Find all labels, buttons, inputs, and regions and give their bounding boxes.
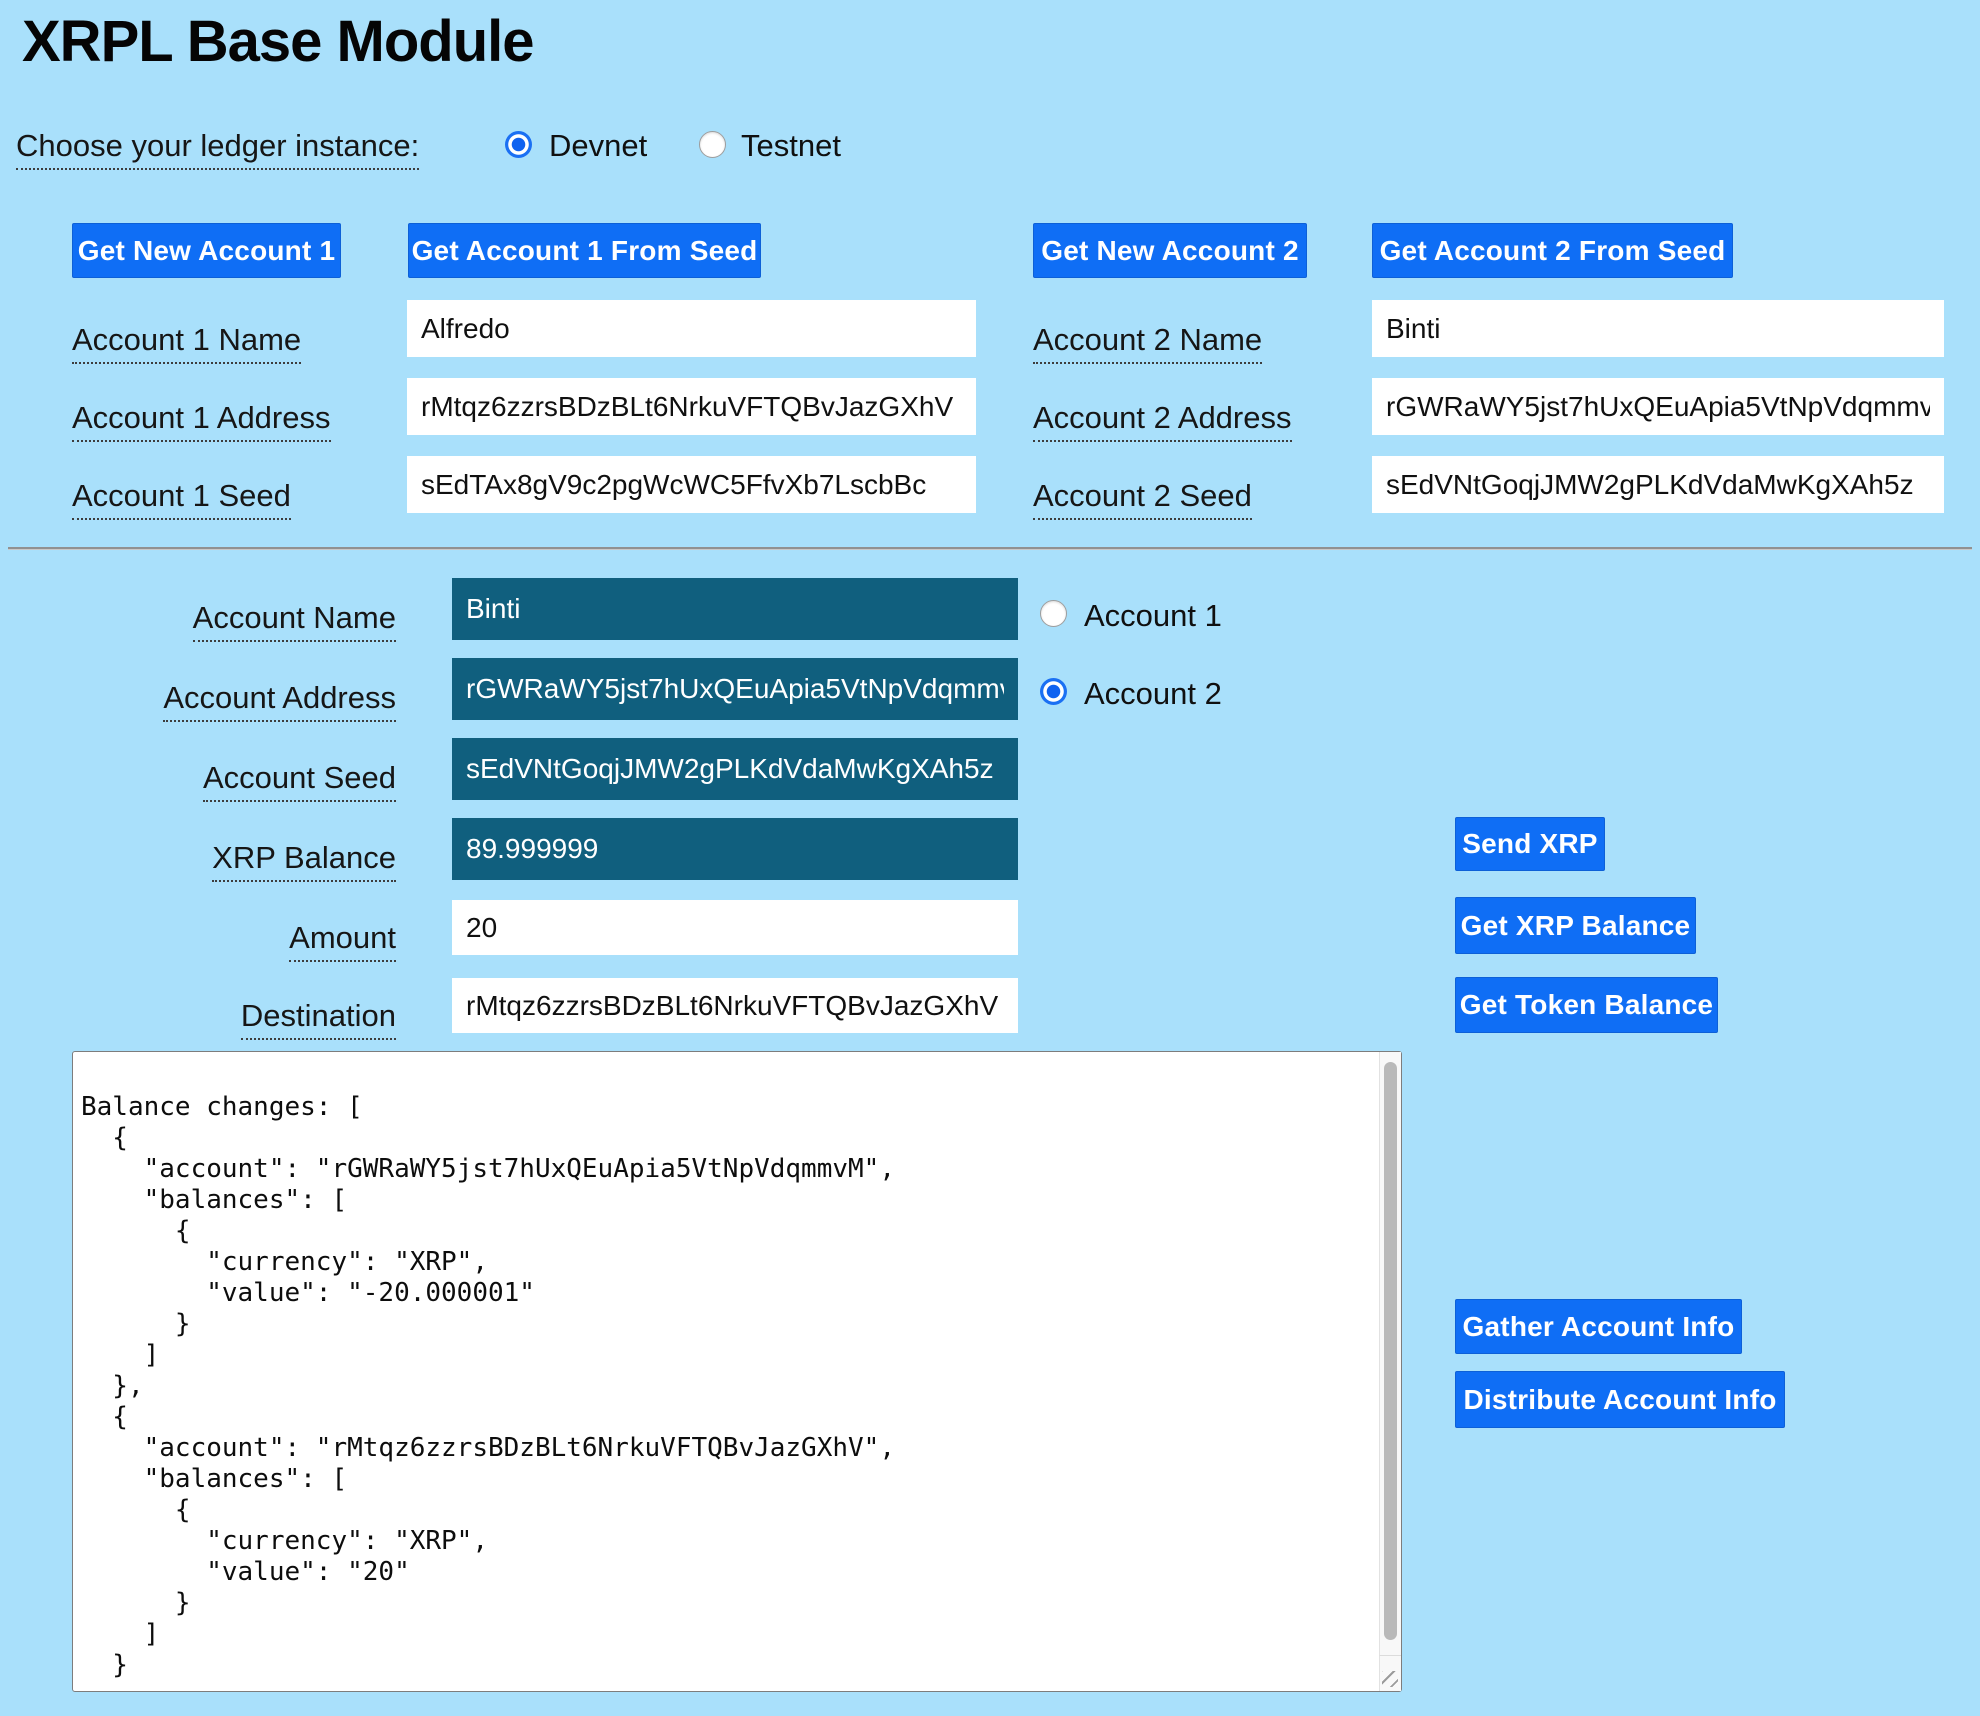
resize-grip-icon	[1382, 1671, 1398, 1687]
get-new-account-2-button[interactable]: Get New Account 2	[1033, 223, 1307, 278]
account-1-address-label: Account 1 Address	[72, 400, 331, 442]
account-2-radio-label[interactable]: Account 2	[1084, 676, 1222, 711]
account-2-radio[interactable]	[1040, 678, 1067, 705]
destination-input[interactable]	[452, 978, 1018, 1033]
account-1-name-input[interactable]	[407, 300, 976, 357]
testnet-radio[interactable]	[699, 131, 726, 158]
xrp-balance-label: XRP Balance	[100, 840, 396, 882]
devnet-radio-label[interactable]: Devnet	[549, 128, 648, 163]
resize-handle[interactable]	[1379, 1655, 1401, 1691]
account-2-seed-label: Account 2 Seed	[1033, 478, 1252, 520]
section-divider	[8, 547, 1972, 550]
get-token-balance-button[interactable]: Get Token Balance	[1455, 977, 1718, 1033]
account-1-seed-input[interactable]	[407, 456, 976, 513]
account-1-address-input[interactable]	[407, 378, 976, 435]
destination-label: Destination	[100, 998, 396, 1040]
account-2-seed-input[interactable]	[1372, 456, 1944, 513]
get-new-account-1-button[interactable]: Get New Account 1	[72, 223, 341, 278]
account-1-radio[interactable]	[1040, 600, 1067, 627]
devnet-radio[interactable]	[505, 131, 532, 158]
xrp-balance-field[interactable]	[452, 818, 1018, 880]
scrollbar-thumb[interactable]	[1384, 1062, 1397, 1640]
amount-label: Amount	[100, 920, 396, 962]
get-xrp-balance-button[interactable]: Get XRP Balance	[1455, 897, 1696, 954]
get-account-2-from-seed-button[interactable]: Get Account 2 From Seed	[1372, 223, 1733, 278]
distribute-account-info-button[interactable]: Distribute Account Info	[1455, 1371, 1785, 1428]
amount-input[interactable]	[452, 900, 1018, 955]
account-2-name-label: Account 2 Name	[1033, 322, 1263, 364]
account-1-seed-label: Account 1 Seed	[72, 478, 291, 520]
account-1-name-label: Account 1 Name	[72, 322, 302, 364]
account-address-label: Account Address	[100, 680, 396, 722]
get-account-1-from-seed-button[interactable]: Get Account 1 From Seed	[408, 223, 761, 278]
account-1-radio-label[interactable]: Account 1	[1084, 598, 1222, 633]
account-address-field[interactable]	[452, 658, 1018, 720]
ledger-instance-label: Choose your ledger instance:	[16, 128, 420, 170]
result-textarea[interactable]: Balance changes: [ { "account": "rGWRaWY…	[72, 1051, 1402, 1692]
testnet-radio-label[interactable]: Testnet	[741, 128, 841, 163]
account-2-name-input[interactable]	[1372, 300, 1944, 357]
account-seed-label: Account Seed	[100, 760, 396, 802]
account-name-field[interactable]	[452, 578, 1018, 640]
account-2-address-label: Account 2 Address	[1033, 400, 1292, 442]
gather-account-info-button[interactable]: Gather Account Info	[1455, 1299, 1742, 1354]
account-2-address-input[interactable]	[1372, 378, 1944, 435]
account-name-label: Account Name	[100, 600, 396, 642]
page-title: XRPL Base Module	[22, 9, 534, 74]
account-seed-field[interactable]	[452, 738, 1018, 800]
send-xrp-button[interactable]: Send XRP	[1455, 817, 1605, 871]
